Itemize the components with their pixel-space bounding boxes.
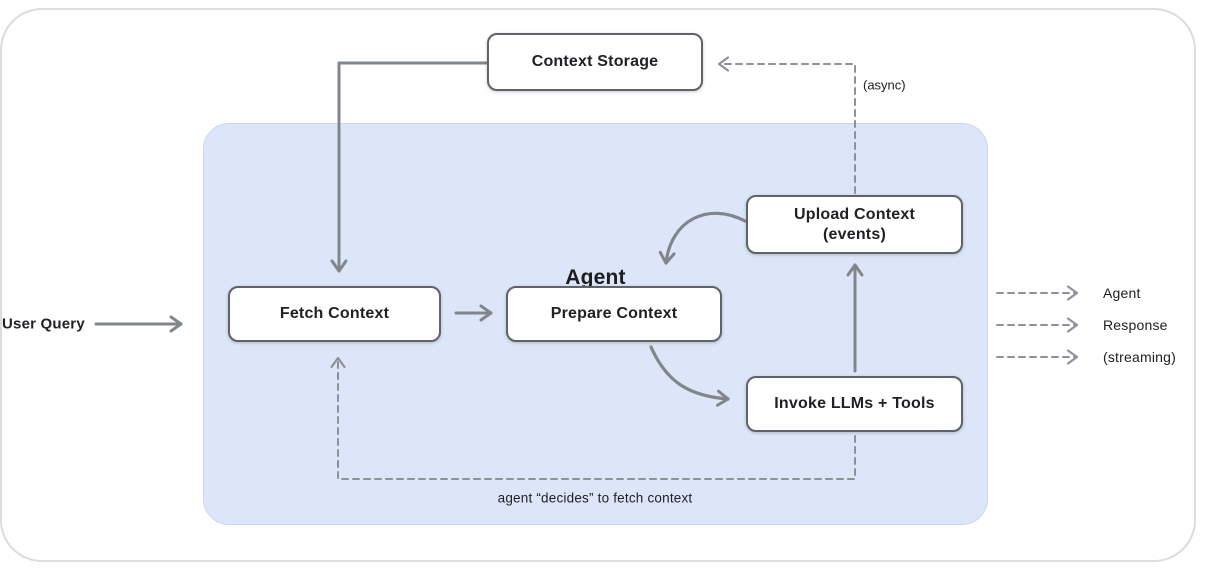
- decides-annotation: agent “decides” to fetch context: [497, 490, 693, 506]
- node-prepare-context-label: Prepare Context: [550, 305, 678, 322]
- node-upload-context: Upload Context (events): [746, 195, 963, 254]
- agent-container-title: Agent: [565, 266, 626, 289]
- node-fetch-context-label: Fetch Context: [279, 305, 390, 322]
- node-context-storage-label: Context Storage: [531, 53, 659, 70]
- user-query-label: User Query: [2, 315, 85, 333]
- output-label-response: Response: [1103, 317, 1168, 333]
- node-invoke-llms-tools: Invoke LLMs + Tools: [746, 376, 963, 432]
- node-upload-context-sublabel: (events): [823, 225, 886, 243]
- output-label-streaming: (streaming): [1103, 349, 1176, 365]
- async-annotation: (async): [863, 77, 906, 93]
- node-invoke-llms-tools-label: Invoke LLMs + Tools: [774, 395, 935, 412]
- node-prepare-context: Prepare Context: [506, 286, 722, 342]
- node-context-storage: Context Storage: [487, 33, 703, 91]
- output-label-agent: Agent: [1103, 285, 1141, 301]
- node-upload-context-label: Upload Context: [793, 205, 916, 223]
- node-fetch-context: Fetch Context: [228, 286, 441, 342]
